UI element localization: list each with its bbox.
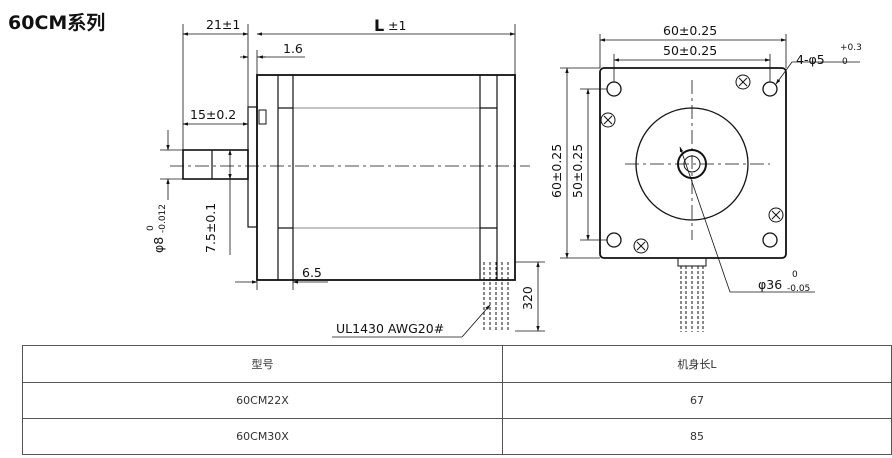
cell-model: 60CM30X xyxy=(22,418,503,455)
front-boss xyxy=(247,106,258,228)
svg-text:-0.05: -0.05 xyxy=(787,284,810,294)
svg-text:-0.012: -0.012 xyxy=(158,204,168,233)
screw-icon xyxy=(735,74,751,90)
flange-outline xyxy=(599,67,787,259)
shaft-circle xyxy=(677,149,707,179)
cable-label: UL1430 AWG20# xyxy=(336,321,444,336)
dim-shaft-diameter: φ8 0 -0.012 xyxy=(146,204,168,253)
boss-diameter-callout: φ36 0 -0.05 xyxy=(758,270,810,294)
dim-50-vertical: 50±0.25 xyxy=(570,144,585,198)
screw-icon xyxy=(600,112,616,128)
page-title: 60CM系列 xyxy=(8,12,106,34)
dim-L-tolerance: ±1 xyxy=(388,18,406,33)
motor-dimension-drawing: 21±1 L ±1 1.6 15±0.2 φ8 0 -0.012 7.5±0.1… xyxy=(146,16,862,338)
svg-text:0: 0 xyxy=(146,225,156,231)
cell-model: 60CM22X xyxy=(22,382,503,419)
mount-hole xyxy=(606,81,622,97)
cell-length: 67 xyxy=(502,382,892,419)
mount-hole xyxy=(762,232,778,248)
table-row: 60CM30X 85 xyxy=(22,418,892,455)
boss-circle xyxy=(635,107,749,221)
svg-text:φ8: φ8 xyxy=(151,237,166,253)
svg-text:0: 0 xyxy=(792,270,798,280)
dim-L: L xyxy=(374,16,384,35)
front-view xyxy=(560,34,860,332)
svg-text:0: 0 xyxy=(842,57,848,67)
header-body-length: 机身长L xyxy=(502,345,892,383)
motor-body-outline xyxy=(256,74,516,281)
front-cable-wires xyxy=(677,257,707,332)
svg-text:φ36: φ36 xyxy=(758,277,782,292)
header-model: 型号 xyxy=(22,345,503,383)
dim-60-vertical: 60±0.25 xyxy=(549,144,564,198)
svg-text:4-φ5: 4-φ5 xyxy=(796,52,825,67)
table-header-row: 型号 机身长L xyxy=(22,345,892,383)
hole-callout: 4-φ5 +0.3 0 xyxy=(796,43,862,67)
dim-7-5: 7.5±0.1 xyxy=(203,203,218,253)
screw-icon xyxy=(633,238,649,254)
mount-hole xyxy=(606,232,622,248)
dim-15: 15±0.2 xyxy=(190,107,236,122)
svg-text:+0.3: +0.3 xyxy=(840,43,862,53)
dim-320: 320 xyxy=(520,286,535,310)
table-row: 60CM22X 67 xyxy=(22,382,892,419)
dim-6-5: 6.5 xyxy=(302,265,322,280)
mount-hole xyxy=(762,81,778,97)
side-cable-wires xyxy=(483,262,509,330)
dim-21: 21±1 xyxy=(206,17,240,32)
shaft xyxy=(182,149,249,180)
model-spec-table: 型号 机身长L 60CM22X 67 60CM30X 85 xyxy=(22,345,892,455)
cell-length: 85 xyxy=(502,418,892,455)
dim-60-horizontal: 60±0.25 xyxy=(663,23,717,38)
dim-50-horizontal: 50±0.25 xyxy=(663,43,717,58)
dim-1-6: 1.6 xyxy=(283,41,303,56)
screw-icon xyxy=(768,207,784,223)
side-view xyxy=(160,24,545,338)
